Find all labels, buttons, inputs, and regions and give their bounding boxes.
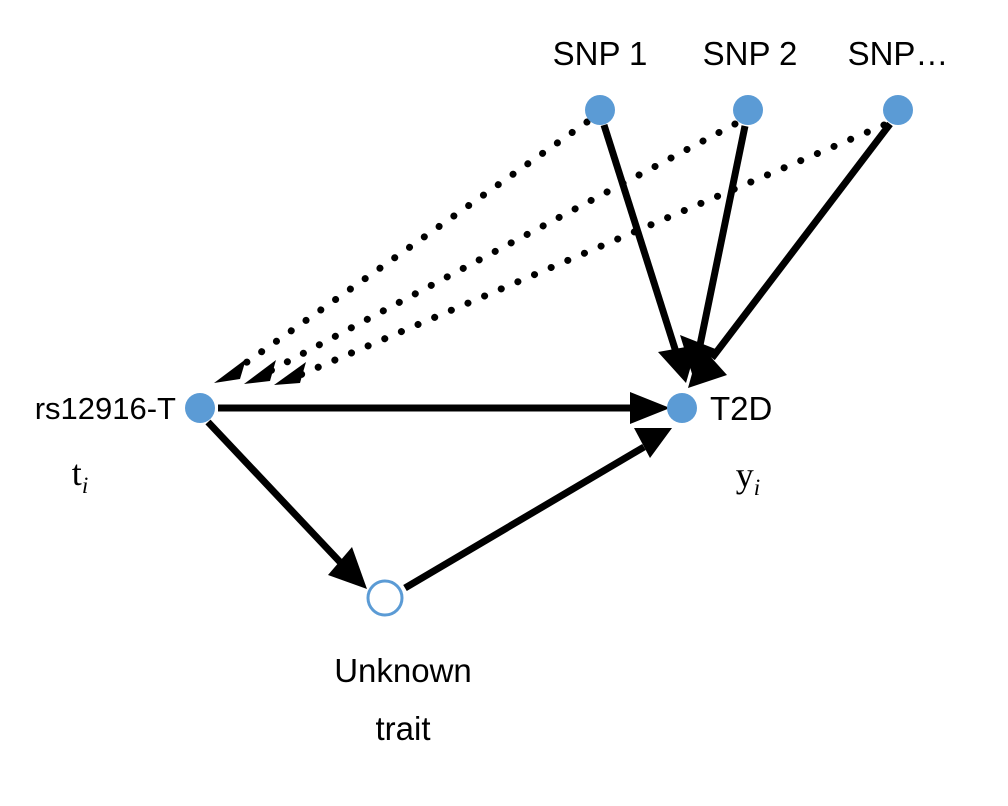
edge-snp2-to-outcome: [696, 125, 749, 346]
label-unknown-trait-line2: trait: [375, 710, 430, 747]
label-exposure-math: ti: [72, 453, 88, 498]
edge-unknown-to-outcome: [403, 443, 646, 592]
label-outcome-math: yi: [736, 455, 760, 500]
arrowhead-snp2-to-exposure: [244, 360, 276, 384]
label-snp3: SNP…: [848, 35, 949, 72]
edge-exposure-to-unknown: [205, 419, 343, 565]
label-group: SNP 1 SNP 2 SNP… rs12916-T T2D Unknown t…: [35, 35, 949, 747]
edge-snp3-to-exposure: [296, 121, 888, 379]
edge-snp1-to-exposure: [236, 118, 591, 371]
label-exposure-rs12916t: rs12916-T: [35, 391, 176, 426]
edge-group-exposure-to-unknown: [205, 419, 367, 589]
arrowhead-exposure-to-outcome: [630, 392, 670, 424]
edge-group-unknown-to-outcome: [403, 428, 672, 592]
arrowhead-exposure-to-unknown: [328, 547, 367, 589]
label-snp1: SNP 1: [553, 35, 648, 72]
edge-snp1-to-outcome: [600, 123, 680, 354]
label-exposure-math-base: t: [72, 453, 82, 493]
label-snp2: SNP 2: [703, 35, 798, 72]
edge-snp3-to-outcome: [709, 121, 893, 361]
node-snp2[interactable]: [733, 95, 763, 125]
node-snp3[interactable]: [883, 95, 913, 125]
edge-group-snp-to-outcome: [600, 121, 893, 388]
edge-snp2-to-exposure: [266, 120, 739, 375]
arrowhead-unknown-to-outcome: [634, 428, 672, 458]
arrowhead-snp3-to-exposure: [274, 362, 306, 385]
label-outcome-math-subscript: i: [754, 475, 760, 500]
node-group: [185, 95, 913, 617]
label-exposure-math-subscript: i: [82, 473, 88, 498]
edge-group-exposure-to-outcome: [218, 392, 670, 424]
arrowhead-group-dotted: [214, 359, 306, 385]
edge-group-snp-to-exposure: [236, 118, 888, 379]
arrowhead-snp3-to-outcome: [688, 345, 727, 388]
label-outcome-t2d: T2D: [710, 390, 772, 427]
label-unknown-trait-line1: Unknown: [334, 652, 472, 689]
node-exposure-rs12916t[interactable]: [185, 393, 215, 423]
node-snp1[interactable]: [585, 95, 615, 125]
label-outcome-math-base: y: [736, 455, 754, 495]
node-unknown-trait[interactable]: [366, 579, 404, 617]
node-outcome-t2d[interactable]: [667, 393, 697, 423]
arrowhead-snp1-to-exposure: [214, 359, 246, 383]
